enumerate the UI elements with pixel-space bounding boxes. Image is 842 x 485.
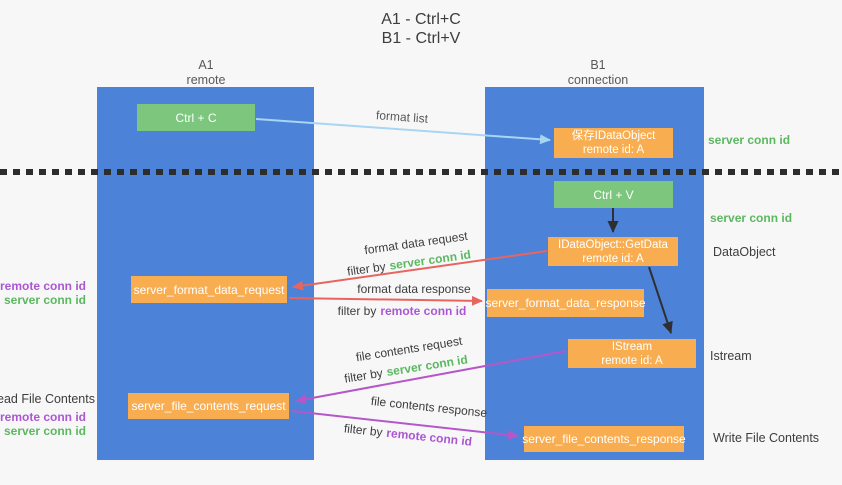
diagram-title: A1 - Ctrl+C B1 - Ctrl+V [0, 10, 842, 48]
annotation-write-file-contents: Write File Contents [713, 431, 820, 445]
title-line-2: B1 - Ctrl+V [381, 30, 461, 47]
server-conn-id-label: server conn id [3, 293, 86, 307]
node-server-format-data-response: server_format_data_response [485, 289, 646, 317]
lane-header-b1: B1 connection [568, 58, 628, 88]
node-server-format-data-request-label: server_format_data_request [133, 282, 285, 297]
arrow-file-contents-request [295, 350, 567, 405]
arrow-getdata-to-istream [648, 266, 673, 334]
node-save-idataobject-line1: 保存IDataObject [571, 130, 656, 142]
lane-header-a1: A1 remote [187, 58, 226, 88]
node-ctrl-v-label: Ctrl + V [593, 187, 634, 202]
node-ctrl-c-label: Ctrl + C [175, 110, 217, 125]
node-server-file-contents-response: server_file_contents_response [522, 426, 686, 452]
arrow-format-list [255, 118, 551, 145]
annotation-istream: Istream [710, 349, 752, 363]
node-istream-line2: remote id: A [601, 354, 663, 367]
node-save-idataobject-line2: remote id: A [582, 144, 645, 156]
server-conn-id-label: server conn id [3, 424, 86, 438]
node-idataobject-getdata-line1: IDataObject::GetData [558, 238, 668, 251]
annotation-read-file-contents: Read File Contents [0, 392, 95, 406]
annotation-server-conn-id-mid: server conn id [710, 211, 793, 225]
edge-label-format-data-response: format data response [357, 282, 471, 296]
node-ctrl-c: Ctrl + C [137, 104, 255, 131]
node-istream: IStream remote id: A [568, 339, 696, 368]
filter-by-text: filter by [337, 304, 377, 318]
node-idataobject-getdata-line2: remote id: A [582, 252, 644, 265]
arrow-format-data-request [292, 250, 548, 291]
arrow-format-data-response [288, 295, 483, 306]
node-server-file-contents-request: server_file_contents_request [128, 393, 289, 419]
node-idataobject-getdata: IDataObject::GetData remote id: A [548, 237, 678, 266]
node-server-format-data-request: server_format_data_request [131, 276, 287, 303]
lane-a1-name: A1 [198, 58, 214, 72]
annotation-conn-ids-format: remote conn id server conn id [0, 279, 86, 307]
node-server-file-contents-response-label: server_file_contents_response [522, 432, 686, 446]
remote-conn-id-label: remote conn id [0, 279, 86, 293]
annotation-server-conn-id-top: server conn id [708, 133, 791, 147]
lane-a1-role: remote [186, 73, 226, 87]
remote-conn-id-text: remote conn id [380, 304, 467, 318]
arrow-file-contents-response [291, 410, 519, 440]
lane-b1-name: B1 [590, 58, 606, 72]
node-save-idataobject: 保存IDataObject remote id: A [554, 128, 673, 158]
remote-conn-id-label: remote conn id [0, 410, 86, 424]
title-line-1: A1 - Ctrl+C [381, 11, 461, 28]
annotation-dataobject: DataObject [713, 245, 776, 259]
node-server-format-data-response-label: server_format_data_response [485, 296, 646, 310]
lane-b1-role: connection [567, 73, 629, 87]
node-istream-line1: IStream [611, 340, 653, 353]
annotation-conn-ids-file: remote conn id server conn id [0, 410, 86, 438]
node-ctrl-v: Ctrl + V [554, 181, 673, 208]
node-server-file-contents-request-label: server_file_contents_request [131, 399, 286, 413]
